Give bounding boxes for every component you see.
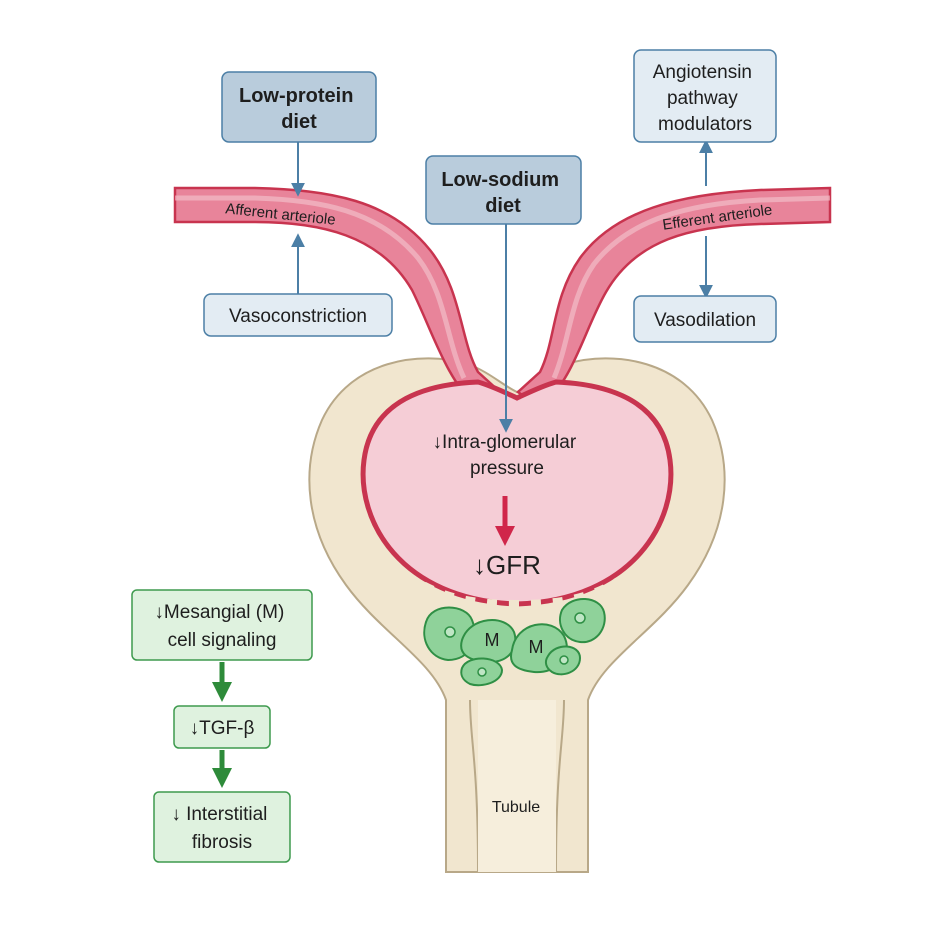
low-sodium-line2: diet xyxy=(485,195,521,217)
tgf-beta-label: ↓TGF-β xyxy=(190,718,255,739)
mesangial-signaling-box: ↓Mesangial (M) cell signaling xyxy=(131,589,313,661)
svg-text:Low-protein diet: Low-protein diet xyxy=(239,85,359,133)
mesangial-cell-label: M xyxy=(529,637,544,657)
svg-text:Angiotensin pathway: Angiotensin pathway modulators xyxy=(653,62,758,135)
angiotensin-line1: Angiotensin xyxy=(653,62,752,83)
fibrosis-line1: ↓ Interstitial xyxy=(171,804,267,825)
pressure-line2: pressure xyxy=(470,458,544,479)
vasoconstriction-box: Vasoconstriction xyxy=(203,293,393,337)
svg-text:Low-sodium diet: Low-sodium diet xyxy=(441,169,564,217)
efferent-arteriole xyxy=(516,186,832,410)
vasodilation-box: Vasodilation xyxy=(633,295,777,343)
low-sodium-line1: Low-sodium xyxy=(441,169,559,191)
low-protein-line2: diet xyxy=(281,111,317,133)
vasodilation-label: Vasodilation xyxy=(654,310,756,331)
mesangial-line2: cell signaling xyxy=(168,630,277,651)
pressure-label: ↓Intra-glomerular pressure xyxy=(433,432,582,479)
mesangial-line1: ↓Mesangial (M) xyxy=(154,602,284,623)
interstitial-fibrosis-box: ↓ Interstitial fibrosis xyxy=(153,791,291,863)
mesangial-cell-label: M xyxy=(485,630,500,650)
low-protein-line1: Low-protein xyxy=(239,85,353,107)
angiotensin-modulators-box: Angiotensin pathway modulators xyxy=(633,49,777,143)
tgf-beta-box: ↓TGF-β xyxy=(173,705,271,749)
svg-text:↓ Interstitial fibrosis: ↓ Interstitial fibrosis xyxy=(171,804,272,853)
connector-arrows xyxy=(291,139,713,433)
pressure-line1: ↓Intra-glomerular xyxy=(433,432,577,453)
vasoconstriction-label: Vasoconstriction xyxy=(229,306,367,327)
gfr-label: ↓GFR xyxy=(473,550,541,580)
fibrosis-line2: fibrosis xyxy=(192,832,252,853)
low-protein-diet-box: Low-protein diet xyxy=(221,71,377,143)
low-sodium-diet-box: Low-sodium diet xyxy=(425,155,582,225)
svg-text:↓Mesangial (M) cell sign: ↓Mesangial (M) cell signaling xyxy=(154,602,289,651)
mesangial-cells: M M xyxy=(423,598,606,687)
tubule-label: Tubule xyxy=(492,799,540,816)
glomerulus xyxy=(360,379,674,609)
angiotensin-line3: modulators xyxy=(658,114,752,135)
angiotensin-line2: pathway xyxy=(667,88,738,109)
